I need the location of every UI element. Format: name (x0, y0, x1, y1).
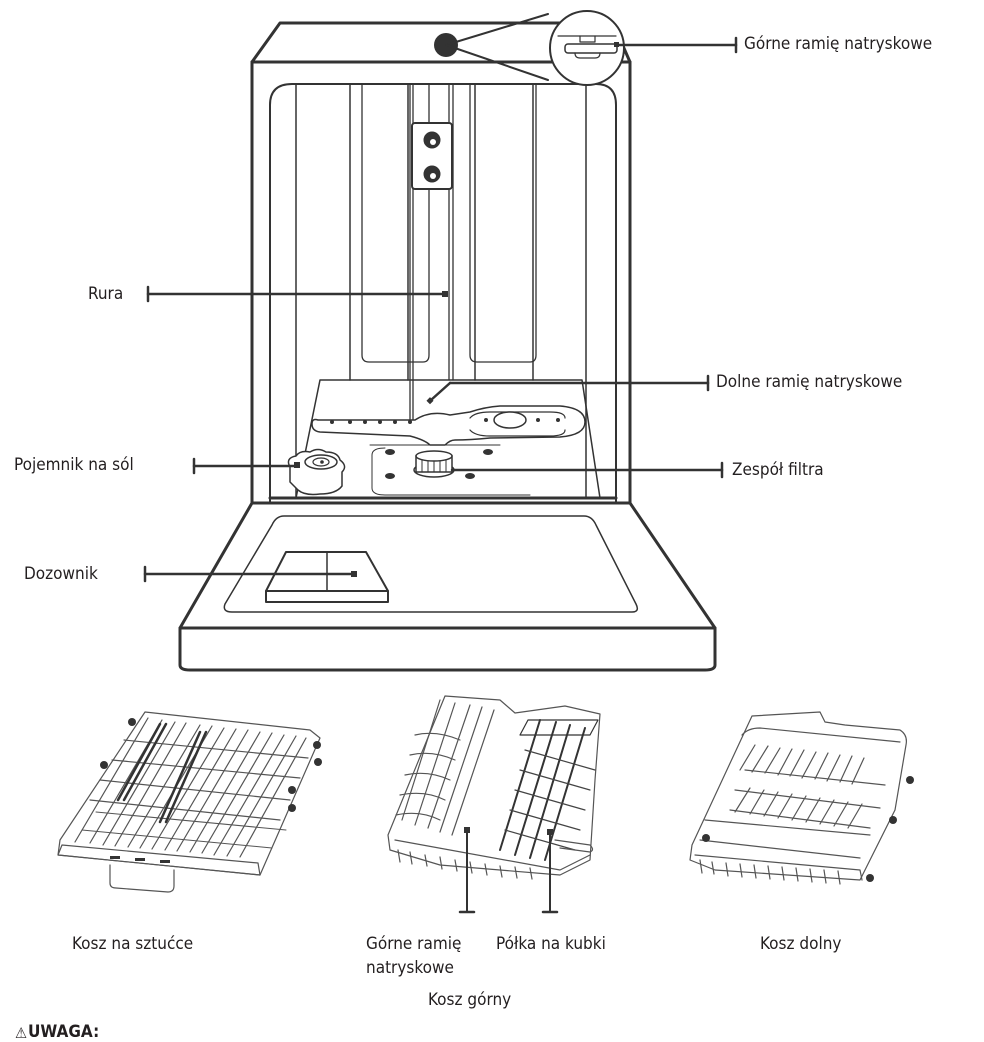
salt-container-cap (287, 448, 346, 496)
label-upper-rack-spray-arm-line1: Górne ramię (366, 934, 462, 954)
label-dispenser: Dozownik (24, 564, 98, 584)
label-pipe: Rura (88, 284, 124, 304)
label-upper-rack-spray-arm-line2: natryskowe (366, 958, 454, 978)
cutlery-basket-illustration (57, 711, 322, 893)
callout-lines (143, 36, 738, 583)
warning-label: UWAGA: (28, 1022, 100, 1042)
lower-basket-illustration (689, 711, 914, 885)
door (178, 501, 717, 672)
label-cutlery-basket: Kosz na sztućce (72, 934, 194, 954)
upper-spray-arm-detail (549, 10, 625, 86)
upper-basket-illustration (387, 695, 601, 914)
label-lower-spray-arm: Dolne ramię natryskowe (716, 372, 903, 392)
dishwasher-body (178, 10, 717, 672)
label-cup-shelf: Półka na kubki (496, 934, 606, 954)
label-salt-container: Pojemnik na sól (14, 455, 134, 475)
label-filter-assembly: Zespół filtra (732, 460, 824, 480)
label-lower-basket: Kosz dolny (760, 934, 842, 954)
label-upper-basket: Kosz górny (428, 990, 512, 1010)
warning-triangle-icon: ⚠ (15, 1024, 28, 1042)
lower-spray-arm (311, 405, 586, 446)
filter-assembly (413, 450, 455, 478)
label-upper-spray-arm: Górne ramię natryskowe (744, 34, 933, 54)
